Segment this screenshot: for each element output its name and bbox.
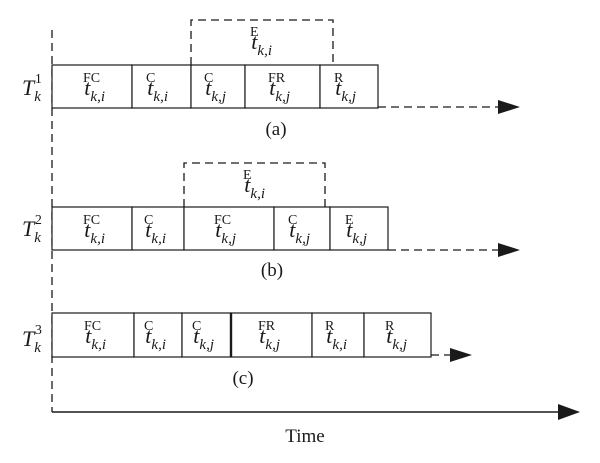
row-b-cell-5-label: tk,jE: [345, 213, 367, 247]
row-c-cell-6: [363, 312, 432, 358]
row-c-cell-3-label: tk,jC: [192, 319, 214, 353]
row-a-cell-5: [319, 64, 379, 109]
time-axis-arrowhead: [558, 404, 580, 420]
row-a-cell-2: [131, 64, 192, 109]
row-a-cell-2-label: tk,iC: [146, 71, 168, 105]
row-c: Tk3 tk,iFC tk,iC tk,jC tk,jFR tk,iR tk,j…: [22, 312, 472, 389]
row-a: tk,iE Tk1 tk,iFC tk,iC tk,jC tk,jFR tk,j…: [22, 19, 520, 140]
row-a-cell-5-label: tk,jR: [334, 71, 356, 105]
row-b-cell-5: [329, 206, 389, 251]
row-b-bracket-label: tk,iE: [243, 168, 265, 202]
row-a-arrowhead: [498, 100, 520, 114]
row-c-cell-5: [311, 312, 365, 358]
row-c-cell-1: [51, 312, 135, 358]
row-a-caption: (a): [265, 119, 286, 140]
row-b-arrowhead: [498, 243, 520, 257]
row-b-caption: (b): [261, 260, 283, 281]
row-c-label: Tk3: [22, 323, 42, 356]
row-c-caption: (c): [232, 368, 253, 389]
row-b-cell-1-label: tk,iFC: [83, 213, 105, 247]
row-a-bracket-label: tk,iE: [250, 25, 272, 59]
time-axis-label: Time: [285, 426, 324, 447]
row-c-cell-1-label: tk,iFC: [84, 319, 106, 353]
row-c-cell-4-label: tk,jFR: [258, 319, 280, 353]
row-a-bracket: [190, 19, 334, 65]
row-c-cell-4: [230, 312, 313, 358]
row-c-cell-2-label: tk,iC: [144, 319, 166, 353]
row-a-cell-3-label: tk,jC: [204, 71, 226, 105]
row-b-cell-4: [273, 206, 331, 251]
row-b-cell-1: [51, 206, 133, 251]
row-b-cell-3-label: tk,jFC: [214, 213, 236, 247]
row-b-cell-2-label: tk,iC: [144, 213, 166, 247]
row-b-cell-4-label: tk,jC: [288, 213, 310, 247]
row-b: tk,iE Tk2 tk,iFC tk,iC tk,jFC tk,jC tk,j…: [22, 162, 520, 281]
row-b-label: Tk2: [22, 213, 42, 246]
row-a-cell-1-label: tk,iFC: [83, 71, 105, 105]
row-b-cell-3: [183, 206, 275, 251]
row-c-cell-2: [133, 312, 183, 358]
row-a-cell-4-label: tk,jFR: [268, 71, 290, 105]
row-c-arrowhead: [450, 348, 472, 362]
row-a-label: Tk1: [22, 72, 42, 105]
row-c-cell-3: [181, 312, 232, 358]
row-c-cell-6-label: tk,jR: [385, 319, 407, 353]
row-c-cell-5-label: tk,iR: [325, 319, 347, 353]
